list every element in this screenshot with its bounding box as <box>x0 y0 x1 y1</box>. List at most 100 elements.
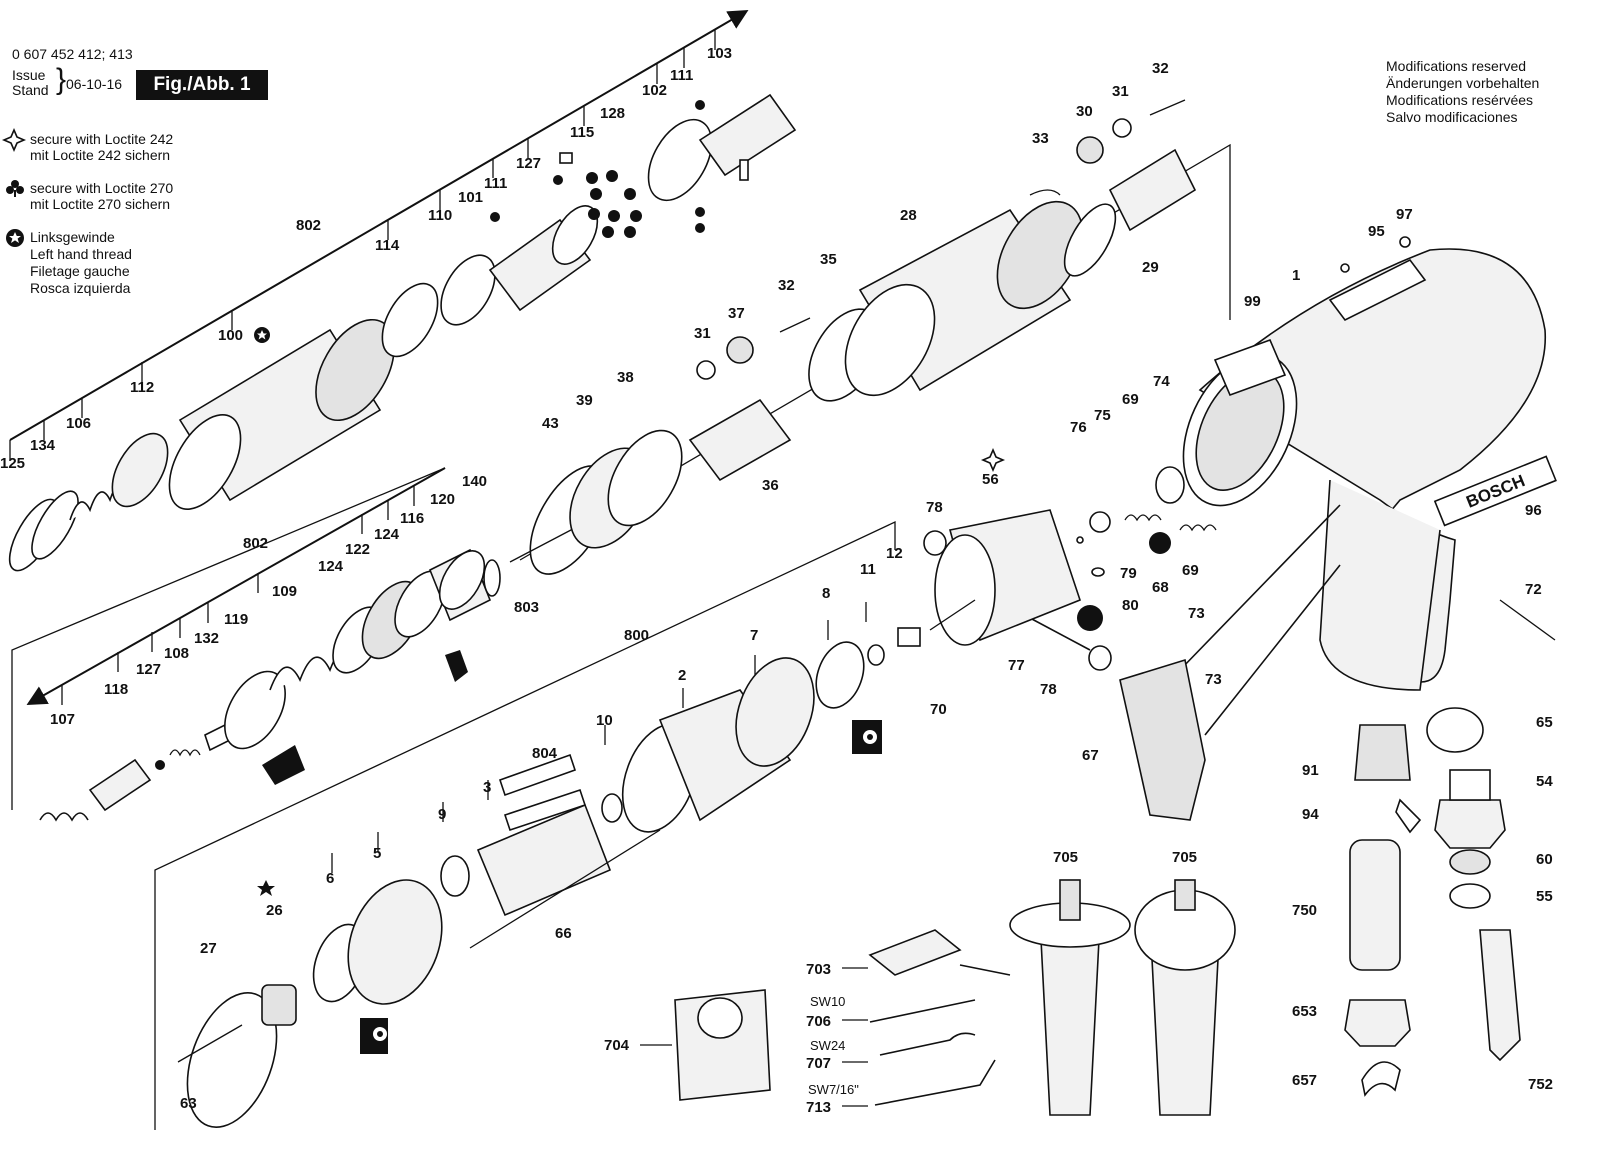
callout-78: 78 <box>1040 681 1057 698</box>
label-sw10: SW10 <box>810 994 845 1009</box>
callout-124: 124 <box>318 558 344 575</box>
adapter-54 <box>1434 799 1506 849</box>
ball-127b <box>155 760 165 770</box>
callout-127: 127 <box>136 661 161 678</box>
callout-75: 75 <box>1094 407 1111 424</box>
hex-key-713 <box>874 1059 996 1106</box>
loctite242-de: mit Loctite 242 sichern <box>30 147 171 163</box>
seal-74 <box>1155 466 1185 504</box>
callout-26: 26 <box>266 902 283 919</box>
ball-127 <box>553 175 563 185</box>
callout-8: 8 <box>822 585 830 602</box>
loctite270-en: secure with Loctite 270 <box>30 180 174 196</box>
vane-804 <box>498 753 577 797</box>
ring-10 <box>601 793 623 823</box>
callout-125: 125 <box>0 455 25 472</box>
motor-housing-1 <box>1198 248 1547 683</box>
callout-106: 106 <box>66 415 91 432</box>
lefthand-de: Linksgewinde <box>30 229 115 245</box>
loctite270-de: mit Loctite 270 sichern <box>30 196 171 212</box>
clip-94 <box>1395 798 1422 834</box>
pinion-26 <box>261 984 297 1026</box>
callout-91: 91 <box>1302 762 1319 779</box>
callout-128: 128 <box>600 105 625 122</box>
callout-29: 29 <box>1142 259 1159 276</box>
bearing-note-icon <box>360 1018 388 1054</box>
issue-block: Issue Stand <box>12 68 49 98</box>
callout-122: 122 <box>345 541 370 558</box>
filter-91 <box>1354 724 1411 781</box>
rod-73 <box>1179 504 1341 671</box>
callout-32: 32 <box>1152 60 1169 77</box>
gear-37 <box>726 336 754 364</box>
pin-32b <box>1149 99 1186 116</box>
callout-63: 63 <box>180 1095 197 1112</box>
valve-75 <box>1089 511 1111 533</box>
callout-11: 11 <box>860 561 876 578</box>
callout-111: 111 <box>670 67 693 84</box>
callout-116: 116 <box>400 510 424 527</box>
callout-800: 800 <box>624 627 649 644</box>
callout-706: 706 <box>806 1013 831 1030</box>
callout-31b: 31 <box>694 325 711 342</box>
callout-110: 110 <box>428 207 452 224</box>
ring-134 <box>31 490 79 560</box>
callout-37: 37 <box>728 305 745 322</box>
handle-grip <box>1319 479 1441 691</box>
callout-12: 12 <box>886 545 903 562</box>
wrench-707 <box>879 1032 976 1056</box>
callout-31: 31 <box>1112 83 1129 100</box>
cap-657 <box>1361 1061 1401 1097</box>
legend-loctite242: secure with Loctite 242 mit Loctite 242 … <box>30 131 173 163</box>
pin-66 <box>469 829 661 949</box>
callout-55: 55 <box>1536 888 1553 905</box>
callout-35: 35 <box>820 251 837 268</box>
callout-96: 96 <box>1525 502 1542 519</box>
issue-date: 06-10-16 <box>66 76 123 92</box>
end-plate-5 <box>347 879 443 1005</box>
label-sw24: SW24 <box>810 1038 845 1053</box>
callout-750: 750 <box>1292 902 1317 919</box>
balls-128 <box>586 170 642 238</box>
callout-69: 69 <box>1122 391 1139 408</box>
callout-28: 28 <box>900 207 917 224</box>
callout-94: 94 <box>1302 806 1319 823</box>
housing-assembly: BOSCH 97 95 99 1 96 <box>923 206 1557 1097</box>
callout-9: 9 <box>438 806 446 823</box>
spring-108 <box>169 749 201 757</box>
club-icon <box>257 880 275 896</box>
callout-653: 653 <box>1292 1003 1317 1020</box>
four-point-star-icon <box>980 447 1006 473</box>
callout-119: 119 <box>224 611 248 628</box>
callout-65: 65 <box>1536 714 1553 731</box>
clutch-120 <box>438 550 486 610</box>
callout-32b: 32 <box>778 277 795 294</box>
assembly-axis-top <box>9 9 749 441</box>
callout-127: 127 <box>516 155 541 172</box>
end-plate-7 <box>735 657 815 767</box>
callout-704: 704 <box>604 1037 630 1054</box>
callout-101: 101 <box>458 189 483 206</box>
callout-114: 114 <box>375 237 400 254</box>
left-hand-thread-icon <box>6 229 24 247</box>
spring-69 <box>1124 514 1162 522</box>
ring-79 <box>1091 567 1105 577</box>
notice-es: Salvo modificaciones <box>1386 109 1518 125</box>
rotor-3 <box>476 803 612 917</box>
planet-carrier-36 <box>688 398 792 482</box>
spring-107 <box>39 812 89 822</box>
callout-30: 30 <box>1076 103 1093 120</box>
pin-32 <box>779 317 811 333</box>
ball-111b <box>695 100 705 110</box>
callout-78b: 78 <box>926 499 943 516</box>
washer-9 <box>440 855 470 897</box>
screw-12 <box>897 627 921 647</box>
modifications-notice: Modifications reserved Änderungen vorbeh… <box>1386 58 1539 126</box>
vane-804b <box>503 788 587 832</box>
callout-10: 10 <box>596 712 613 729</box>
stand-label: Stand <box>12 82 49 98</box>
callout-76: 76 <box>1070 419 1087 436</box>
ball-68 <box>1149 532 1171 554</box>
ring-33 <box>1029 189 1061 196</box>
clutch-spring-assembly: 107 118 127 108 132 119 109 124 122 124 … <box>11 467 501 822</box>
